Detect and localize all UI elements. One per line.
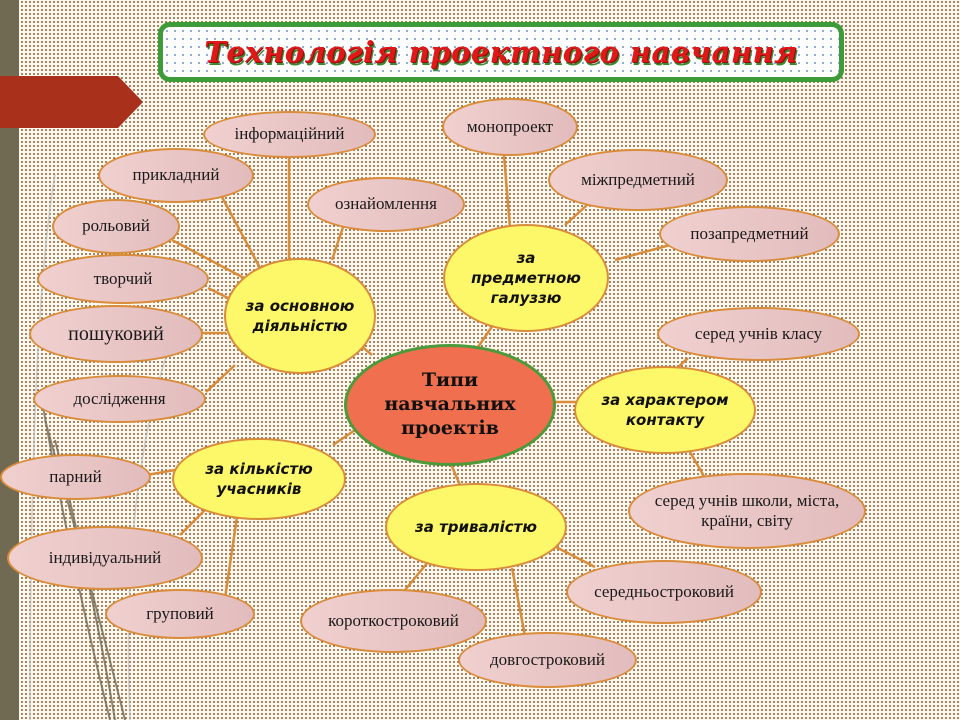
leaf-label: індивідуальний: [48, 547, 162, 567]
leaf-medium-term[interactable]: середньостроковий: [566, 560, 762, 624]
leaf-label: короткостроковий: [328, 610, 459, 630]
leaf-label: ознайомлення: [335, 194, 437, 214]
leaf-label: пошуковий: [68, 323, 164, 345]
leaf-pair[interactable]: парний: [0, 454, 151, 500]
leaf-monoproject[interactable]: монопроект: [442, 98, 578, 156]
leaf-applied[interactable]: прикладний: [98, 148, 254, 203]
leaf-label: парний: [49, 466, 102, 486]
center-node-label: Типи навчальних проектів: [384, 369, 516, 439]
leaf-extracurricular[interactable]: позапредметний: [659, 206, 840, 262]
category-label: за основною діяльністю: [245, 296, 355, 335]
category-by-contact-type[interactable]: за характером контакту: [574, 366, 756, 454]
leaf-label: монопроект: [466, 116, 554, 136]
leaf-label: творчий: [93, 268, 153, 288]
leaf-informational[interactable]: інформаційний: [203, 111, 376, 158]
leaf-label: серед учнів класу: [694, 323, 823, 343]
leaf-short-term[interactable]: короткостроковий: [300, 589, 487, 653]
leaf-label: позапредметний: [690, 223, 809, 243]
leaf-interdisciplinary[interactable]: міжпредметний: [548, 149, 728, 211]
leaf-research[interactable]: дослідження: [33, 375, 206, 423]
leaf-label: серед учнів школи, міста, країни, світу: [654, 490, 840, 530]
left-sidebar-bar: [0, 0, 19, 720]
leaf-group[interactable]: груповий: [105, 589, 255, 639]
category-label: за характером контакту: [601, 390, 729, 429]
leaf-label: довгостроковий: [490, 649, 605, 669]
leaf-label: міжпредметний: [581, 169, 695, 189]
leaf-role-play[interactable]: рольовий: [52, 199, 180, 254]
category-label: за тривалістю: [415, 517, 537, 536]
category-by-subject-area[interactable]: за предметною галуззю: [443, 224, 609, 332]
leaf-label: рольовий: [82, 216, 150, 236]
leaf-label: дослідження: [73, 388, 166, 408]
leaf-label: прикладний: [132, 165, 220, 185]
category-by-participants[interactable]: за кількістю учасників: [172, 438, 346, 520]
leaf-label: інформаційний: [234, 124, 345, 144]
leaf-label: середньостроковий: [594, 581, 734, 601]
leaf-creative[interactable]: творчий: [37, 254, 209, 304]
leaf-long-term[interactable]: довгостроковий: [458, 632, 637, 688]
leaf-search[interactable]: пошуковий: [29, 305, 203, 363]
category-by-duration[interactable]: за тривалістю: [385, 483, 567, 571]
page-title: Технологія проектного навчання: [204, 35, 798, 69]
category-by-main-activity[interactable]: за основною діяльністю: [224, 258, 376, 374]
category-label: за предметною галуззю: [471, 248, 581, 308]
category-label: за кількістю учасників: [205, 459, 313, 498]
leaf-individual[interactable]: індивідуальний: [7, 526, 203, 590]
leaf-among-class-students[interactable]: серед учнів класу: [657, 307, 860, 361]
center-node-project-types[interactable]: Типи навчальних проектів: [344, 344, 556, 466]
title-banner: Технологія проектного навчання: [158, 22, 844, 82]
decorative-arrow-shape: [0, 76, 143, 128]
leaf-label: груповий: [146, 603, 214, 623]
leaf-familiarization[interactable]: ознайомлення: [307, 177, 465, 232]
leaf-among-school-city-country-world[interactable]: серед учнів школи, міста, країни, світу: [628, 473, 866, 549]
